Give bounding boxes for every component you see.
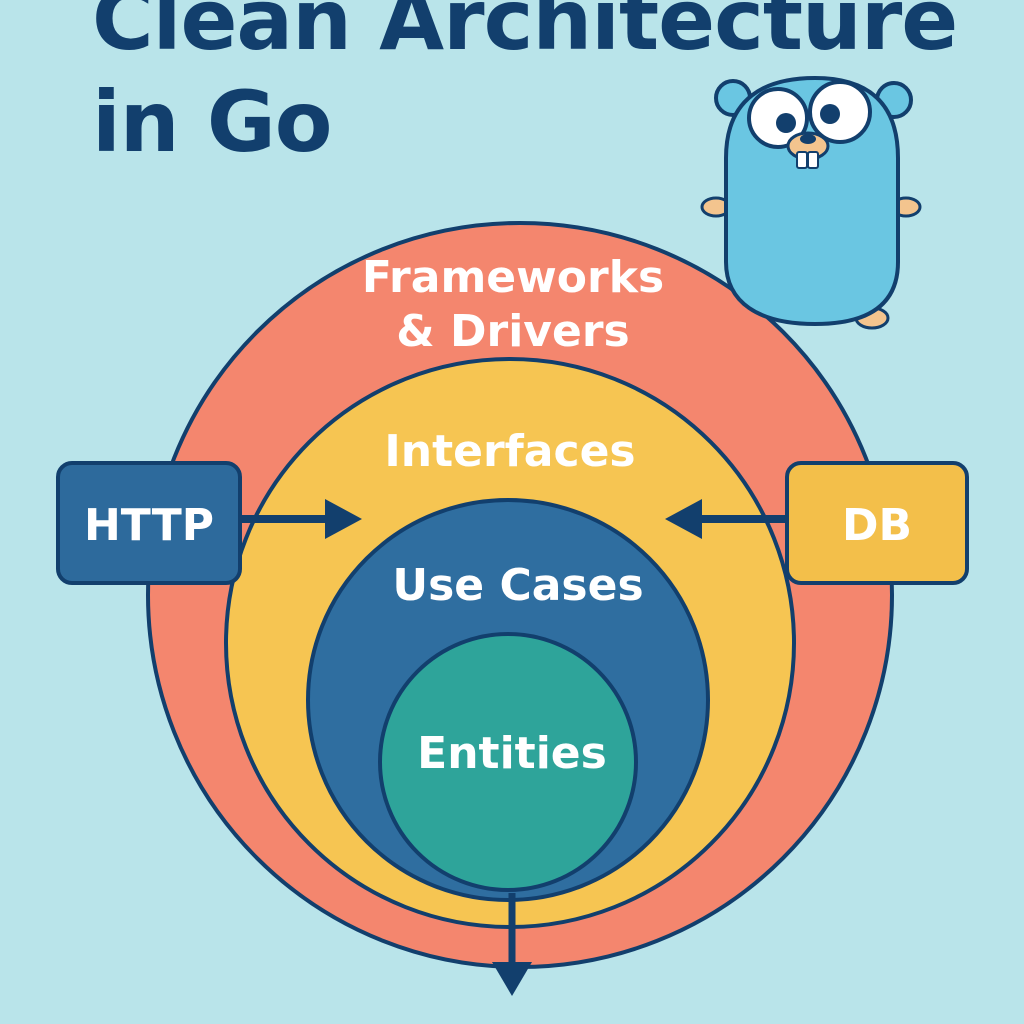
frameworks-label-line-2: & Drivers [396,306,629,357]
db-box [785,461,969,585]
frameworks-label-line-1: Frameworks [362,252,664,303]
db-arrow [665,499,786,539]
go-gopher-icon [700,75,922,330]
down-arrow [492,893,532,996]
db-label: DB [842,500,912,551]
title-line-2: in Go [92,73,332,171]
use-cases-label: Use Cases [392,560,643,611]
http-arrow [242,499,362,539]
entities-core [378,632,638,892]
entities-label: Entities [417,728,607,779]
http-box [56,461,242,585]
http-label: HTTP [84,500,214,551]
interfaces-label: Interfaces [384,426,635,477]
title-line-1: Clean Architecture [92,0,958,69]
